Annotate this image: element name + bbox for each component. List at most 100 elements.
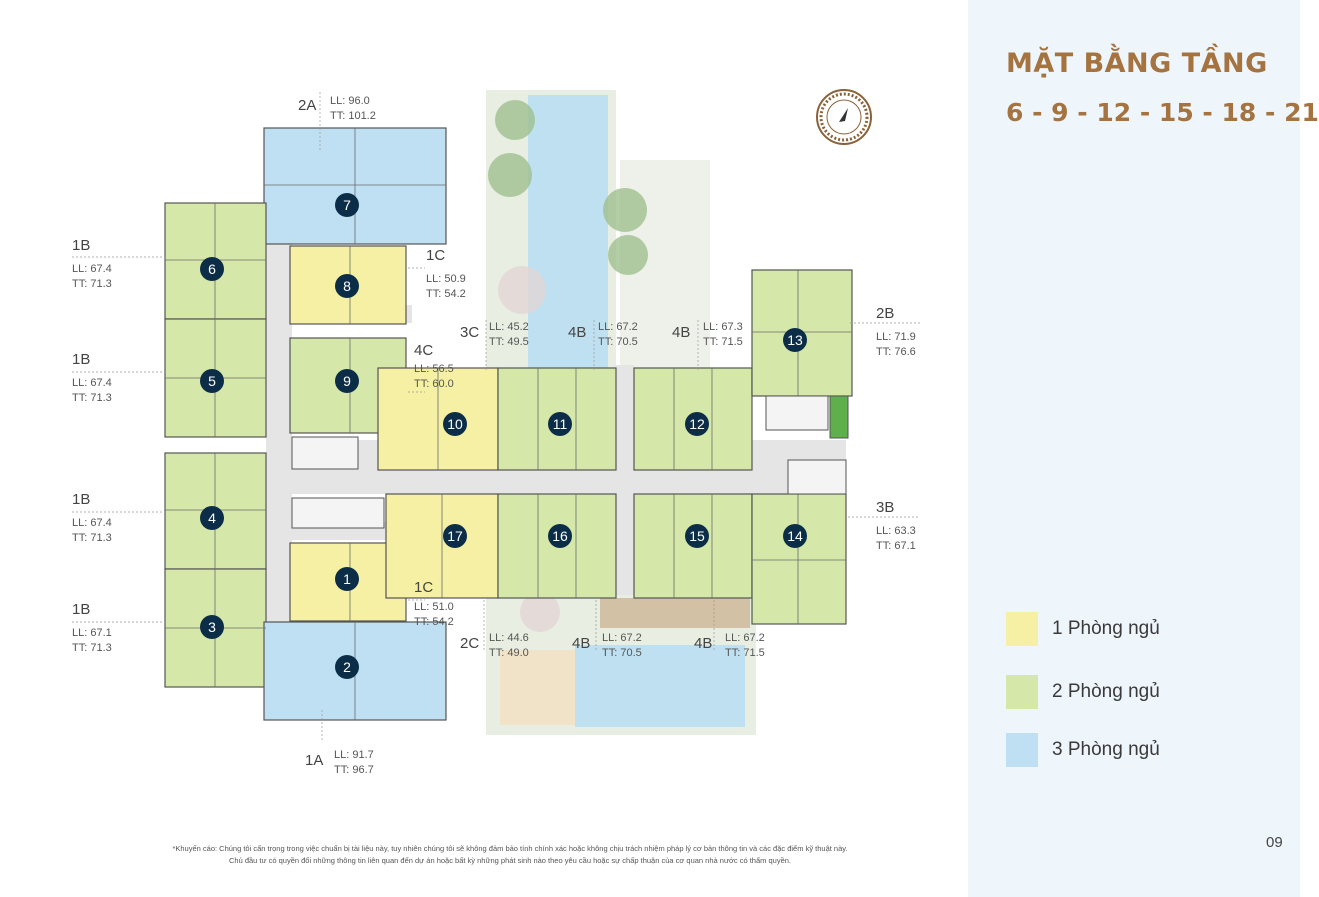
unit-marker-circle [335,369,359,393]
unit-number: 3 [208,619,216,635]
unit-code: 4B [672,324,690,341]
unit-marker-11: 11 [548,412,572,436]
unit-code: 4B [568,324,586,341]
unit-tt-area: TT: 71.3 [72,532,112,544]
unit-number: 6 [208,261,216,277]
unit-ll-area: LL: 51.0 [414,601,454,613]
unit-ll-area: LL: 67.2 [598,321,638,333]
unit-marker-2: 2 [335,655,359,679]
unit-marker-circle [200,506,224,530]
legend-label: 3 Phòng ngủ [1052,739,1160,760]
unit-ll-area: LL: 96.0 [330,95,370,107]
unit-marker-3: 3 [200,615,224,639]
unit-code: 1C [426,247,445,264]
unit-marker-17: 17 [443,524,467,548]
unit-marker-5: 5 [200,369,224,393]
unit-number: 9 [343,373,351,389]
legend-item-1br: 1 Phòng ngủ [1006,612,1160,646]
unit-tt-area: TT: 67.1 [876,540,916,552]
unit-number: 12 [689,416,705,432]
unit-label-1b: 1B LL: 67.4TT: 71.3 [72,491,112,544]
unit-tt-area: TT: 96.7 [334,764,374,776]
unit-marker-circle [548,412,572,436]
unit-number: 4 [208,510,216,526]
stairs-and-lifts [291,395,849,529]
unit-marker-1: 1 [335,567,359,591]
unit-tt-area: TT: 54.2 [426,288,466,300]
unit-code: 2B [876,305,894,322]
unit-number: 7 [343,197,351,213]
floor-list: 6 - 9 - 12 - 15 - 18 - 21 [1006,98,1319,127]
unit-ll-area: LL: 44.6 [489,632,529,644]
landscape-garden [486,90,756,735]
page-title: MẶT BẰNG TẦNG [1006,48,1268,79]
unit-tt-area: TT: 101.2 [330,110,376,122]
unit-number: 8 [343,278,351,294]
unit-code: 4B [572,635,590,652]
unit-tt-area: TT: 70.5 [602,647,642,659]
unit-marker-10: 10 [443,412,467,436]
unit-marker-12: 12 [685,412,709,436]
unit-code: 1B [72,491,90,508]
unit-marker-circle [335,567,359,591]
unit-ll-area: LL: 67.4 [72,263,112,275]
unit-number: 14 [787,528,803,544]
legend-swatch [1006,675,1038,709]
leader-lines [72,92,920,740]
unit-marker-circle [443,524,467,548]
unit-marker-6: 6 [200,257,224,281]
unit-marker-13: 13 [783,328,807,352]
unit-number: 2 [343,659,351,675]
unit-tt-area: TT: 71.3 [72,278,112,290]
unit-code: 1B [72,601,90,618]
unit-tt-area: TT: 54.2 [414,616,454,628]
unit-marker-16: 16 [548,524,572,548]
unit-label-1c: 1C LL: 51.0TT: 54.2 [414,579,454,628]
unit-code: 4C [414,342,433,359]
unit-tt-area: TT: 49.0 [489,647,529,659]
unit-ll-area: LL: 67.3 [703,321,743,333]
unit-tt-area: TT: 71.3 [72,392,112,404]
legend-label: 2 Phòng ngủ [1052,681,1160,702]
legend-item-3br: 3 Phòng ngủ [1006,733,1160,767]
unit-marker-circle [685,412,709,436]
unit-marker-circle [200,615,224,639]
unit-marker-circle [783,524,807,548]
unit-marker-14: 14 [783,524,807,548]
unit-number: 1 [343,571,351,587]
unit-tt-area: TT: 71.5 [725,647,765,659]
unit-marker-8: 8 [335,274,359,298]
page-number: 09 [1266,834,1283,851]
legend-swatch [1006,733,1038,767]
swimming-pool-top [528,95,608,375]
swimming-pool-bottom [575,645,745,727]
unit-ll-area: LL: 67.1 [72,627,112,639]
unit-marker-circle [548,524,572,548]
disclaimer-line: Chủ đầu tư có quyền đổi những thông tin … [228,856,792,865]
compass-icon [816,89,872,145]
legend-swatch [1006,612,1038,646]
unit-code: 1C [414,579,433,596]
unit-code: 4B [694,635,712,652]
unit-code: 3B [876,499,894,516]
unit-ll-area: LL: 67.4 [72,517,112,529]
unit-marker-circle [335,193,359,217]
disclaimer-line: *Khuyến cáo: Chúng tôi cẩn trọng trong v… [172,844,848,853]
unit-marker-circle [335,274,359,298]
disclaimer: *Khuyến cáo: Chúng tôi cẩn trọng trong v… [100,843,920,867]
unit-tt-area: TT: 71.5 [703,336,743,348]
unit-marker-7: 7 [335,193,359,217]
unit-tt-area: TT: 71.3 [72,642,112,654]
